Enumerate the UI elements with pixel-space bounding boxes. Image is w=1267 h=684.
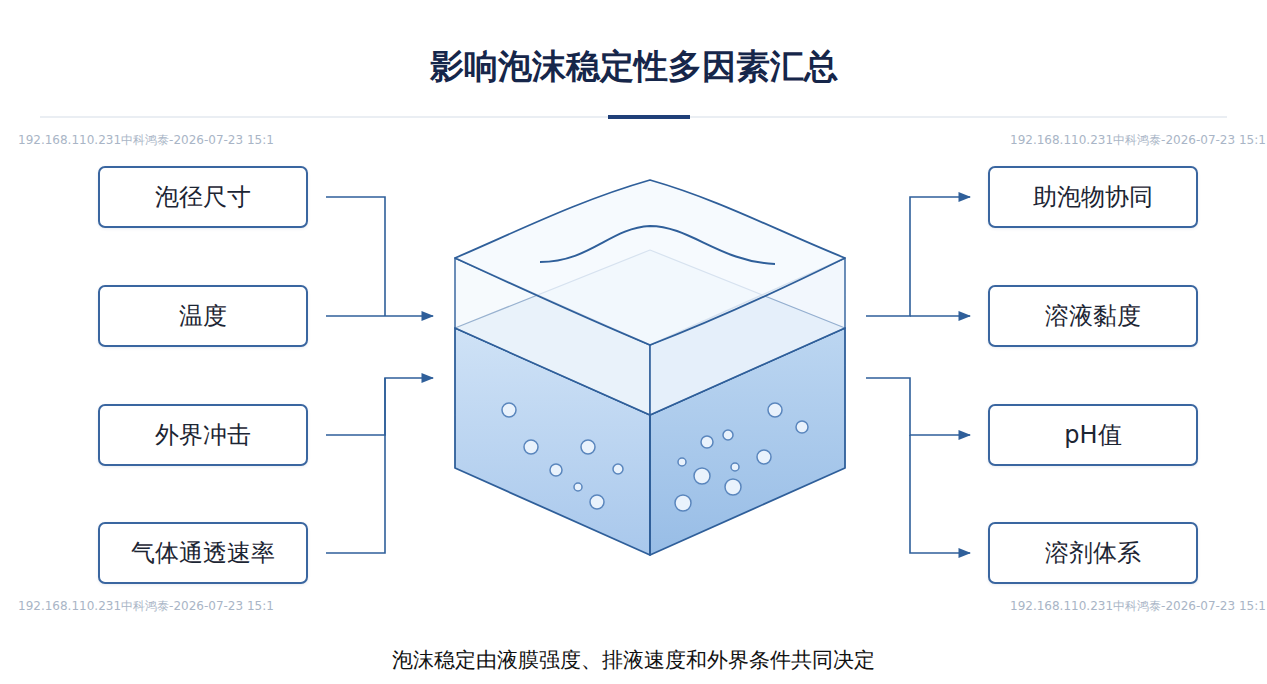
factor-label: 泡径尺寸 (155, 181, 251, 213)
factor-box: 外界冲击 (98, 404, 308, 466)
watermark: 192.168.110.231中科鸿泰-2026-07-23 15:1 (18, 598, 274, 615)
watermark: 192.168.110.231中科鸿泰-2026-07-23 15:1 (18, 132, 274, 149)
factor-box: 溶剂体系 (988, 522, 1198, 584)
factor-label: pH值 (1064, 419, 1121, 451)
factor-label: 外界冲击 (155, 419, 251, 451)
factor-box: pH值 (988, 404, 1198, 466)
factor-label: 助泡物协同 (1033, 181, 1153, 213)
watermark: 192.168.110.231中科鸿泰-2026-07-23 15:1 (1010, 132, 1266, 149)
foam-cube (455, 180, 845, 555)
factor-label: 溶剂体系 (1045, 537, 1141, 569)
factor-label: 气体通透速率 (131, 537, 275, 569)
diagram-title: 影响泡沫稳定性多因素汇总 (0, 44, 1267, 90)
diagram-caption: 泡沫稳定由液膜强度、排液速度和外界条件共同决定 (0, 646, 1267, 674)
factor-box: 温度 (98, 285, 308, 347)
factor-label: 温度 (179, 300, 227, 332)
header-accent (608, 115, 690, 119)
watermark: 192.168.110.231中科鸿泰-2026-07-23 15:1 (1010, 598, 1266, 615)
bubbles (502, 403, 808, 511)
factor-box: 气体通透速率 (98, 522, 308, 584)
factor-label: 溶液黏度 (1045, 300, 1141, 332)
factor-box: 溶液黏度 (988, 285, 1198, 347)
factor-box: 泡径尺寸 (98, 166, 308, 228)
factor-box: 助泡物协同 (988, 166, 1198, 228)
